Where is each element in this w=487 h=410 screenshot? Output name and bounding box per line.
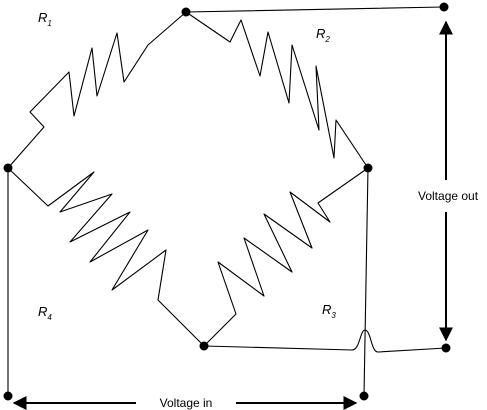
terminal-out-bottom (441, 343, 451, 353)
resistor-r3 (203, 167, 369, 347)
voltage-in-label: Voltage in (160, 396, 213, 410)
node-right (363, 163, 373, 173)
resistor-r1 (7, 11, 187, 169)
node-top (181, 7, 191, 17)
resistor-r2 (185, 11, 369, 169)
input-wire-right (363, 167, 369, 397)
label-r2: R2 (316, 26, 330, 44)
terminal-in-right (359, 391, 369, 401)
voltage-out-label: Voltage out (418, 189, 479, 203)
label-r3: R3 (322, 302, 336, 320)
output-wire-top (185, 6, 445, 13)
label-r4: R4 (38, 304, 52, 322)
output-wire-bottom (203, 329, 447, 353)
terminal-in-left (3, 391, 13, 401)
terminal-out-top (439, 2, 449, 12)
node-bottom (199, 341, 209, 351)
node-left (3, 163, 13, 173)
resistor-r4 (7, 167, 205, 347)
label-r1: R1 (38, 10, 52, 28)
